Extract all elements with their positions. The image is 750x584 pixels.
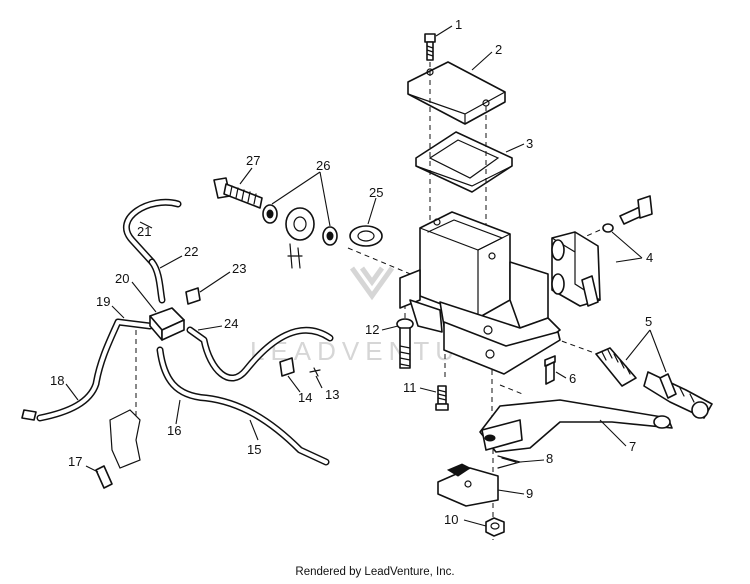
washer-part-13[interactable] xyxy=(309,367,321,377)
callout-18: 18 xyxy=(50,373,79,401)
svg-text:15: 15 xyxy=(247,442,261,457)
screw-part-17[interactable] xyxy=(95,465,113,489)
svg-text:2: 2 xyxy=(495,42,502,57)
callout-6: 6 xyxy=(555,371,576,386)
svg-text:6: 6 xyxy=(569,371,576,386)
hose-part-22[interactable] xyxy=(148,258,166,304)
svg-text:27: 27 xyxy=(246,153,260,168)
svg-text:3: 3 xyxy=(526,136,533,151)
washers-part-26[interactable] xyxy=(262,204,338,269)
piston-assembly-part-5[interactable] xyxy=(595,347,713,419)
callout-5: 5 xyxy=(625,314,667,373)
callout-21: 21 xyxy=(137,221,153,239)
hose-part-21[interactable] xyxy=(122,198,182,266)
svg-text:18: 18 xyxy=(50,373,64,388)
diaphragm-part-3[interactable] xyxy=(415,131,513,193)
junction-block-part-20[interactable] xyxy=(149,307,185,341)
svg-text:4: 4 xyxy=(646,250,653,265)
callout-15: 15 xyxy=(247,419,261,457)
callout-17: 17 xyxy=(68,454,99,473)
fitting-part-23[interactable] xyxy=(185,287,201,305)
callout-20: 20 xyxy=(115,271,157,313)
clip-part-14[interactable] xyxy=(279,357,295,377)
callout-11: 11 xyxy=(403,380,437,395)
screw-part-1[interactable] xyxy=(424,33,436,61)
callout-3: 3 xyxy=(505,136,533,153)
svg-text:10: 10 xyxy=(444,512,458,527)
callout-12: 12 xyxy=(365,322,399,337)
callout-19: 19 xyxy=(96,294,125,319)
rendered-by-footer: Rendered by LeadVenture, Inc. xyxy=(295,566,455,578)
callout-14: 14 xyxy=(287,375,312,405)
reservoir-cover-part-2[interactable] xyxy=(407,61,506,125)
svg-text:11: 11 xyxy=(403,380,417,395)
screw-part-11[interactable] xyxy=(435,385,449,411)
svg-text:7: 7 xyxy=(629,439,636,454)
clamp-part-4[interactable] xyxy=(551,195,653,307)
callout-27: 27 xyxy=(239,153,260,185)
nut-part-10[interactable] xyxy=(485,517,505,537)
callout-22: 22 xyxy=(159,244,198,269)
banjo-bolt-part-12[interactable] xyxy=(396,318,414,369)
svg-text:8: 8 xyxy=(546,451,553,466)
hose-part-15-16[interactable] xyxy=(156,346,330,466)
svg-text:26: 26 xyxy=(316,158,330,173)
bracket-outline xyxy=(109,409,141,469)
callout-4: 4 xyxy=(611,231,653,265)
master-cylinder-body[interactable] xyxy=(399,211,561,375)
svg-text:22: 22 xyxy=(184,244,198,259)
hose-part-18-19[interactable] xyxy=(21,318,154,422)
callout-23: 23 xyxy=(199,261,246,293)
svg-text:5: 5 xyxy=(645,314,652,329)
svg-text:21: 21 xyxy=(137,224,151,239)
callout-2: 2 xyxy=(471,42,502,71)
svg-text:20: 20 xyxy=(115,271,129,286)
svg-text:17: 17 xyxy=(68,454,82,469)
svg-text:23: 23 xyxy=(232,261,246,276)
svg-text:13: 13 xyxy=(325,387,339,402)
spring-clip-part-8[interactable] xyxy=(497,455,523,469)
brake-lever-part-7[interactable] xyxy=(479,399,673,453)
callout-labels: 1 2 3 4 5 6 7 8 9 10 11 12 13 14 15 16 1… xyxy=(50,17,667,527)
svg-text:19: 19 xyxy=(96,294,110,309)
svg-text:12: 12 xyxy=(365,322,379,337)
bolt-part-27[interactable] xyxy=(213,177,263,209)
callout-10: 10 xyxy=(444,512,487,527)
svg-text:25: 25 xyxy=(369,185,383,200)
callout-9: 9 xyxy=(497,486,533,501)
callout-8: 8 xyxy=(519,451,553,466)
callout-25: 25 xyxy=(367,185,383,225)
svg-text:9: 9 xyxy=(526,486,533,501)
callout-24: 24 xyxy=(197,316,238,331)
svg-text:24: 24 xyxy=(224,316,238,331)
callout-26: 26 xyxy=(271,158,331,227)
pin-part-6[interactable] xyxy=(544,355,556,385)
callout-13: 13 xyxy=(315,375,339,402)
hose-part-24[interactable] xyxy=(186,326,334,382)
svg-text:14: 14 xyxy=(298,390,312,405)
callout-7: 7 xyxy=(599,419,636,454)
callout-16: 16 xyxy=(167,399,181,438)
lever-block-part-9[interactable] xyxy=(437,463,499,507)
svg-text:16: 16 xyxy=(167,423,181,438)
sealing-washer-part-25[interactable] xyxy=(349,225,383,247)
svg-text:1: 1 xyxy=(455,17,462,32)
callout-1: 1 xyxy=(435,17,462,37)
